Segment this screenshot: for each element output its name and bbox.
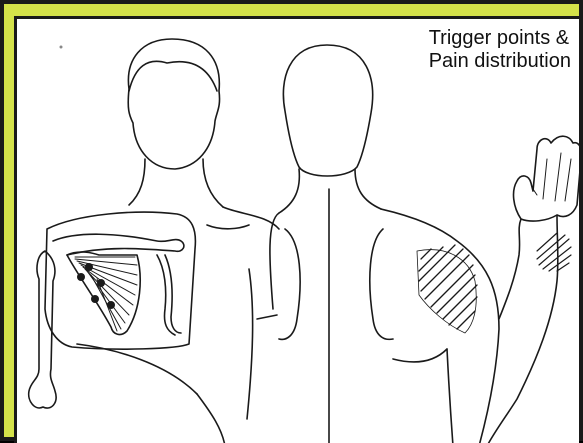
caption-line-2: Pain distribution	[429, 50, 571, 73]
back-scapula-right	[370, 229, 393, 339]
front-torso-detail	[197, 394, 225, 443]
back-figure	[257, 45, 579, 443]
caption: Trigger points & Pain distribution	[429, 27, 571, 73]
finger-lines	[533, 153, 571, 201]
trigger-point	[107, 301, 115, 309]
front-torso-left	[77, 344, 197, 394]
trigger-point	[91, 295, 99, 303]
caption-line-1: Trigger points &	[429, 27, 571, 50]
wrist-pain-area	[537, 233, 571, 271]
back-mark	[257, 315, 277, 319]
muscle-fibers	[75, 257, 137, 331]
back-neck-right	[355, 169, 381, 209]
front-hairline	[129, 61, 217, 91]
ribs-outline	[157, 255, 181, 335]
front-shoulder-right	[223, 207, 279, 229]
back-shoulder-right	[381, 209, 499, 443]
front-neck-right	[203, 159, 223, 207]
back-torso-right	[447, 349, 453, 443]
back-neck-left	[279, 169, 299, 213]
back-underarm	[393, 349, 447, 362]
shoulder-pain-area	[417, 245, 477, 333]
back-scapula-left	[279, 229, 300, 339]
front-neck-left	[129, 159, 145, 205]
illustration-panel: Trigger points & Pain distribution	[14, 16, 579, 443]
paper-speck	[60, 46, 63, 49]
raised-arm-outer	[499, 219, 521, 319]
anatomy-illustration	[17, 19, 579, 443]
clavicle-bone	[53, 234, 184, 255]
front-figure	[29, 39, 279, 443]
trigger-point	[85, 263, 93, 271]
hand-outline	[514, 136, 579, 221]
trigger-point	[77, 273, 85, 281]
front-clavicle-right	[207, 225, 249, 229]
back-head-outline	[283, 45, 372, 176]
raised-arm-inner	[487, 215, 558, 443]
front-chest-line	[247, 269, 253, 419]
trigger-point	[97, 279, 105, 287]
front-head-outline	[128, 39, 219, 169]
humerus-outline	[29, 251, 56, 408]
